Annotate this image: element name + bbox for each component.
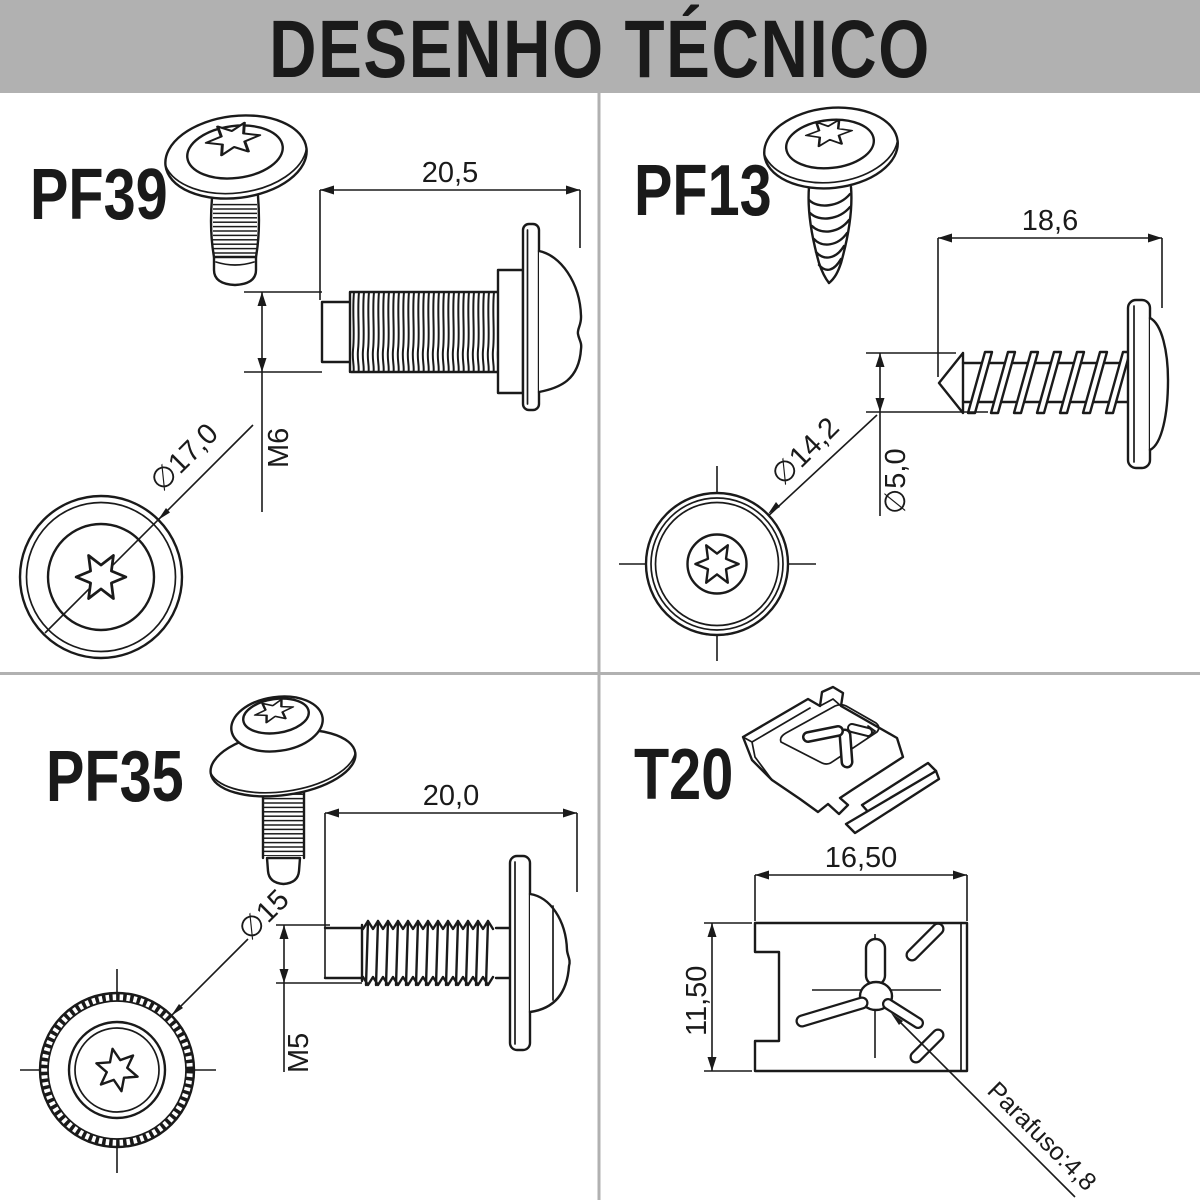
pf35-label: PF35: [46, 736, 184, 817]
pf39-thread-dimension: M6: [244, 291, 322, 512]
pf35-thread-text: M5: [283, 1033, 315, 1073]
pf39-head-diameter-text: ∅17,0: [144, 418, 224, 498]
pf35-length-text: 20,0: [423, 780, 479, 812]
pf39-quadrant: PF39 20,5: [18, 114, 583, 660]
pf39-bottom-view: [18, 494, 184, 660]
banner-background: [0, 0, 1200, 93]
t20-width-dimension: 16,50: [754, 842, 968, 921]
pf13-length-text: 18,6: [1022, 205, 1078, 237]
pf39-length-dimension: 20,5: [319, 157, 581, 300]
page-title: DESENHO TÉCNICO: [269, 3, 931, 95]
t20-screw-leader: Parafuso:4,8: [891, 1013, 1102, 1198]
torx-socket-icon: [74, 554, 128, 600]
pf39-thread-text: M6: [263, 428, 295, 468]
header-banner: DESENHO TÉCNICO: [0, 0, 1200, 95]
pf13-label: PF13: [634, 150, 772, 231]
pf35-length-dimension: 20,0: [324, 780, 578, 978]
t20-label: T20: [634, 734, 733, 815]
t20-width-text: 16,50: [825, 842, 898, 874]
pf39-side-view: [320, 222, 583, 412]
horizontal-divider: [0, 672, 1200, 675]
pf13-top-view: [763, 106, 899, 285]
pf13-thread-diameter-dimension: ∅5,0: [866, 352, 988, 516]
t20-plan-view: [753, 921, 969, 1073]
t20-quadrant: T20: [634, 685, 1102, 1198]
pf35-quadrant: PF35 20,0: [20, 695, 578, 1173]
pf13-head-diameter-text: ∅14,2: [765, 412, 845, 492]
pf35-bottom-view: [20, 969, 216, 1173]
t20-height-text: 11,50: [681, 966, 713, 1036]
pf13-thread-diameter-text: ∅5,0: [880, 448, 912, 514]
pf39-label: PF39: [30, 154, 168, 235]
pf13-bottom-view: [619, 466, 816, 661]
pf35-thread-dimension: M5: [276, 924, 362, 1073]
vertical-divider: [597, 93, 601, 1200]
pf35-top-view: [209, 695, 357, 886]
t20-screw-note-text: Parafuso:4,8: [982, 1076, 1102, 1196]
pf13-quadrant: PF13: [619, 106, 1170, 661]
t20-perspective-view: [741, 685, 941, 835]
pf35-side-view: [323, 854, 571, 1052]
pf39-length-text: 20,5: [422, 157, 478, 189]
t20-height-dimension: 11,50: [681, 922, 752, 1072]
pf13-length-dimension: 18,6: [937, 205, 1163, 377]
pf13-side-view: [937, 298, 1170, 470]
pf39-top-view: [164, 114, 308, 287]
